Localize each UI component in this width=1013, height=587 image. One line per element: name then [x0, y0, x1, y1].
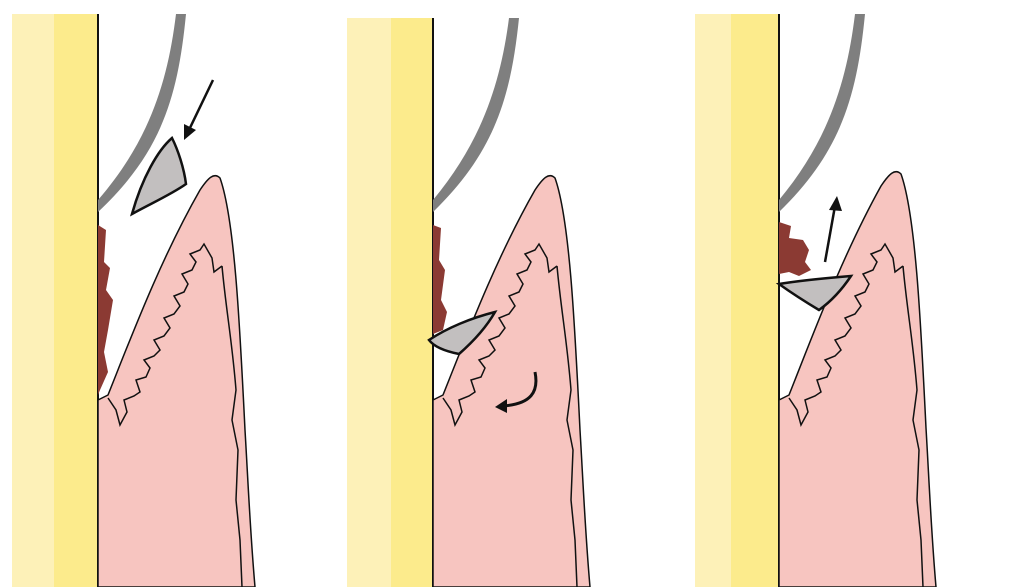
tooth-surface: [731, 14, 779, 587]
tooth-surface-light: [347, 18, 391, 587]
tooth-surface-light: [695, 14, 731, 587]
tooth-surface: [54, 14, 98, 587]
gingiva: [779, 172, 936, 587]
panel-step-2: [335, 0, 665, 587]
gingiva: [433, 176, 590, 587]
gingiva: [98, 176, 255, 587]
calculus-deposit: [433, 225, 447, 334]
instrument-shank: [433, 18, 519, 212]
tooth-surface: [391, 18, 433, 587]
instrument-shank: [779, 14, 865, 212]
withdrawal-arrow: [825, 196, 842, 262]
insertion-arrow: [184, 80, 213, 140]
calculus-deposit: [779, 222, 811, 276]
tooth-surface-light: [12, 14, 54, 587]
panel-step-1: [0, 0, 330, 587]
panel-step-3: [683, 0, 1013, 587]
calculus-deposit: [98, 225, 113, 395]
